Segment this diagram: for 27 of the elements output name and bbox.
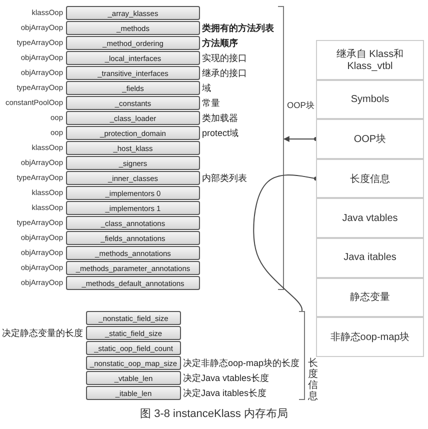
annotation: 决定Java itables长度 xyxy=(183,387,267,400)
annotation: 方法顺序 xyxy=(202,37,238,50)
layout-cell: 静态变量 xyxy=(316,278,424,318)
annotation: 常量 xyxy=(202,97,220,110)
layout-cell: 非静态oop-map块 xyxy=(316,317,424,357)
layout-cell: Symbols xyxy=(316,80,424,120)
annotation: 类加载器 xyxy=(202,112,238,125)
layout-cell: Java itables xyxy=(316,238,424,278)
group-label: OOP块 xyxy=(287,100,315,112)
layout-cell: OOP块 xyxy=(316,119,424,159)
annotation: 继承的接口 xyxy=(202,67,247,80)
group-label: 长度信息 xyxy=(308,358,318,402)
annotation: 实现的接口 xyxy=(202,52,247,65)
layout-cell: 长度信息 xyxy=(316,158,424,198)
layout-cell: Java vtables xyxy=(316,198,424,238)
annotation: 决定非静态oop-map块的长度 xyxy=(183,357,300,370)
bracket xyxy=(278,6,284,290)
annotation: 域 xyxy=(202,82,211,95)
annotation: protect域 xyxy=(202,127,239,140)
annotation: 类拥有的方法列表 xyxy=(202,22,274,35)
annotation: 决定Java vtables长度 xyxy=(183,372,270,385)
bracket xyxy=(299,311,305,400)
connector-arrow xyxy=(283,136,318,142)
annotation: 决定静态变量的长度 xyxy=(2,327,83,340)
layout-cell: 继承自 Klass和Klass_vtbl xyxy=(316,40,424,80)
annotation: 内部类列表 xyxy=(202,172,247,185)
figure-caption: 图 3-8 instanceKlass 内存布局 xyxy=(139,407,289,421)
